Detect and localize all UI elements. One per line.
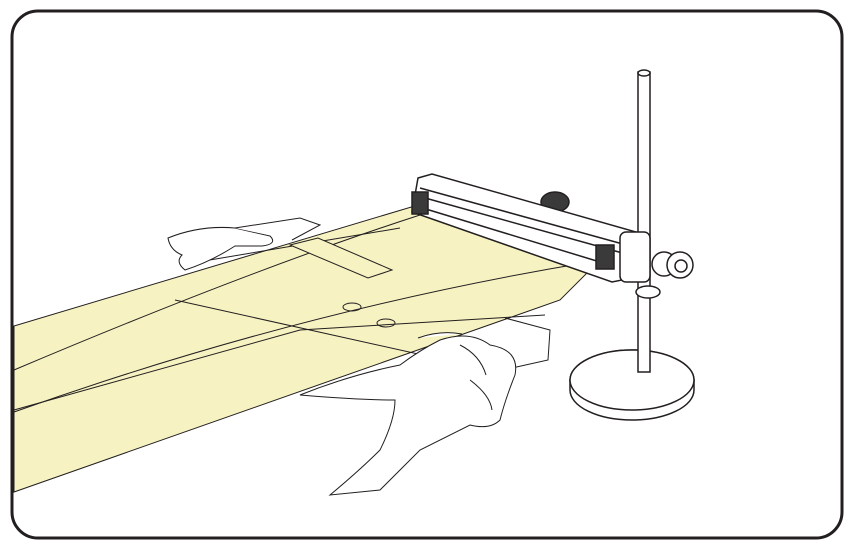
inspected-part — [13, 214, 591, 413]
left-hand — [167, 217, 322, 271]
lamp — [411, 173, 694, 299]
right-hand — [299, 332, 517, 496]
